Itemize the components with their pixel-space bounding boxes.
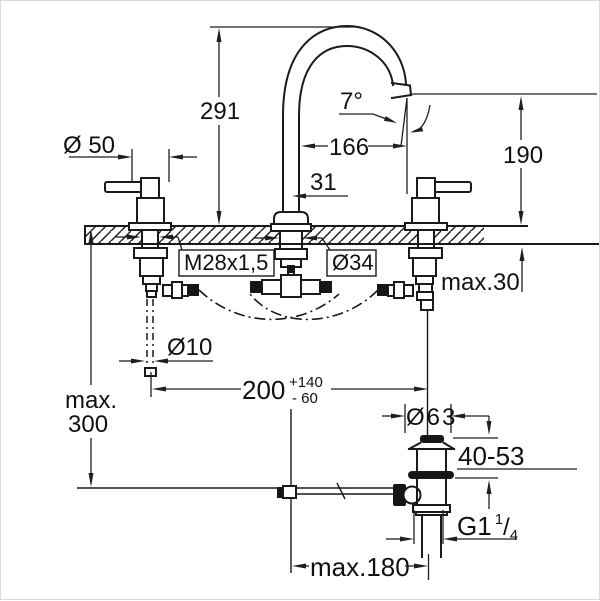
dim-200-label: 200 — [242, 375, 285, 405]
countertop — [84, 225, 599, 245]
dim-deck-thickness-max30: max.30 — [441, 247, 525, 296]
dim-waste-diameter-63: Ø63 — [382, 404, 492, 435]
left-valve-body — [133, 229, 199, 377]
g114-numerator: 1 — [495, 511, 503, 528]
dim-291-label: 291 — [200, 98, 240, 125]
g114-slash: / — [503, 514, 510, 541]
dim-outlet-height-190: 190 — [412, 93, 597, 225]
dim-200-minus-label: - 60 — [292, 390, 318, 407]
dim-31-label: 31 — [310, 169, 337, 196]
dim-max180-label: max.180 — [310, 552, 410, 582]
dim-shank-diameter-34: Ø34 — [254, 235, 377, 277]
left-handle — [104, 177, 172, 231]
dim-166-label: 166 — [329, 134, 369, 161]
spout — [270, 24, 413, 232]
dim-spray-angle-7: 7° — [339, 88, 431, 194]
dim-spout-reach-166: 166 — [301, 134, 407, 161]
right-handle — [404, 177, 472, 231]
dim-190-label: 190 — [503, 142, 543, 169]
right-valve-body — [377, 229, 443, 435]
dim-spout-offset-31: 31 — [292, 169, 348, 199]
dim-dia63-label: Ø63 — [406, 404, 457, 431]
g114-denominator: 4 — [510, 527, 518, 544]
dim-clamping-range-40-53: 40-53 — [453, 437, 577, 509]
dim-max300-label-2: 300 — [68, 411, 108, 438]
dim-rod-diameter-10: Ø10 — [119, 334, 213, 364]
dim-200-plus-label: +140 — [289, 374, 323, 391]
drain-assembly — [407, 435, 456, 558]
center-shank-and-tee — [250, 230, 332, 298]
dim-max30-label: max.30 — [441, 269, 520, 296]
dim-m28-label: M28x1,5 — [184, 250, 268, 275]
dim-dia50-label: Ø 50 — [63, 132, 115, 159]
flexible-hoses — [198, 289, 379, 321]
dim-dia10-label: Ø10 — [167, 334, 212, 361]
pop-up-rod — [77, 409, 422, 573]
dim-spout-height-291: 291 — [200, 26, 358, 225]
g114-main: G1 — [457, 511, 492, 541]
dim-depth-max300: max. 300 — [65, 229, 117, 487]
dim-mount-thread-m28: M28x1,5 — [116, 234, 275, 277]
dim-dia34-label: Ø34 — [332, 250, 374, 275]
dim-7deg-label: 7° — [340, 88, 363, 115]
dim-rod-reach-max180: max.180 — [292, 552, 430, 582]
dim-hole-distance-200: 200 +140 - 60 — [150, 372, 428, 407]
dim-max300-label-1: max. — [65, 387, 117, 414]
dim-4053-label: 40-53 — [458, 441, 525, 471]
dim-handle-diameter-50: Ø 50 — [63, 132, 197, 182]
